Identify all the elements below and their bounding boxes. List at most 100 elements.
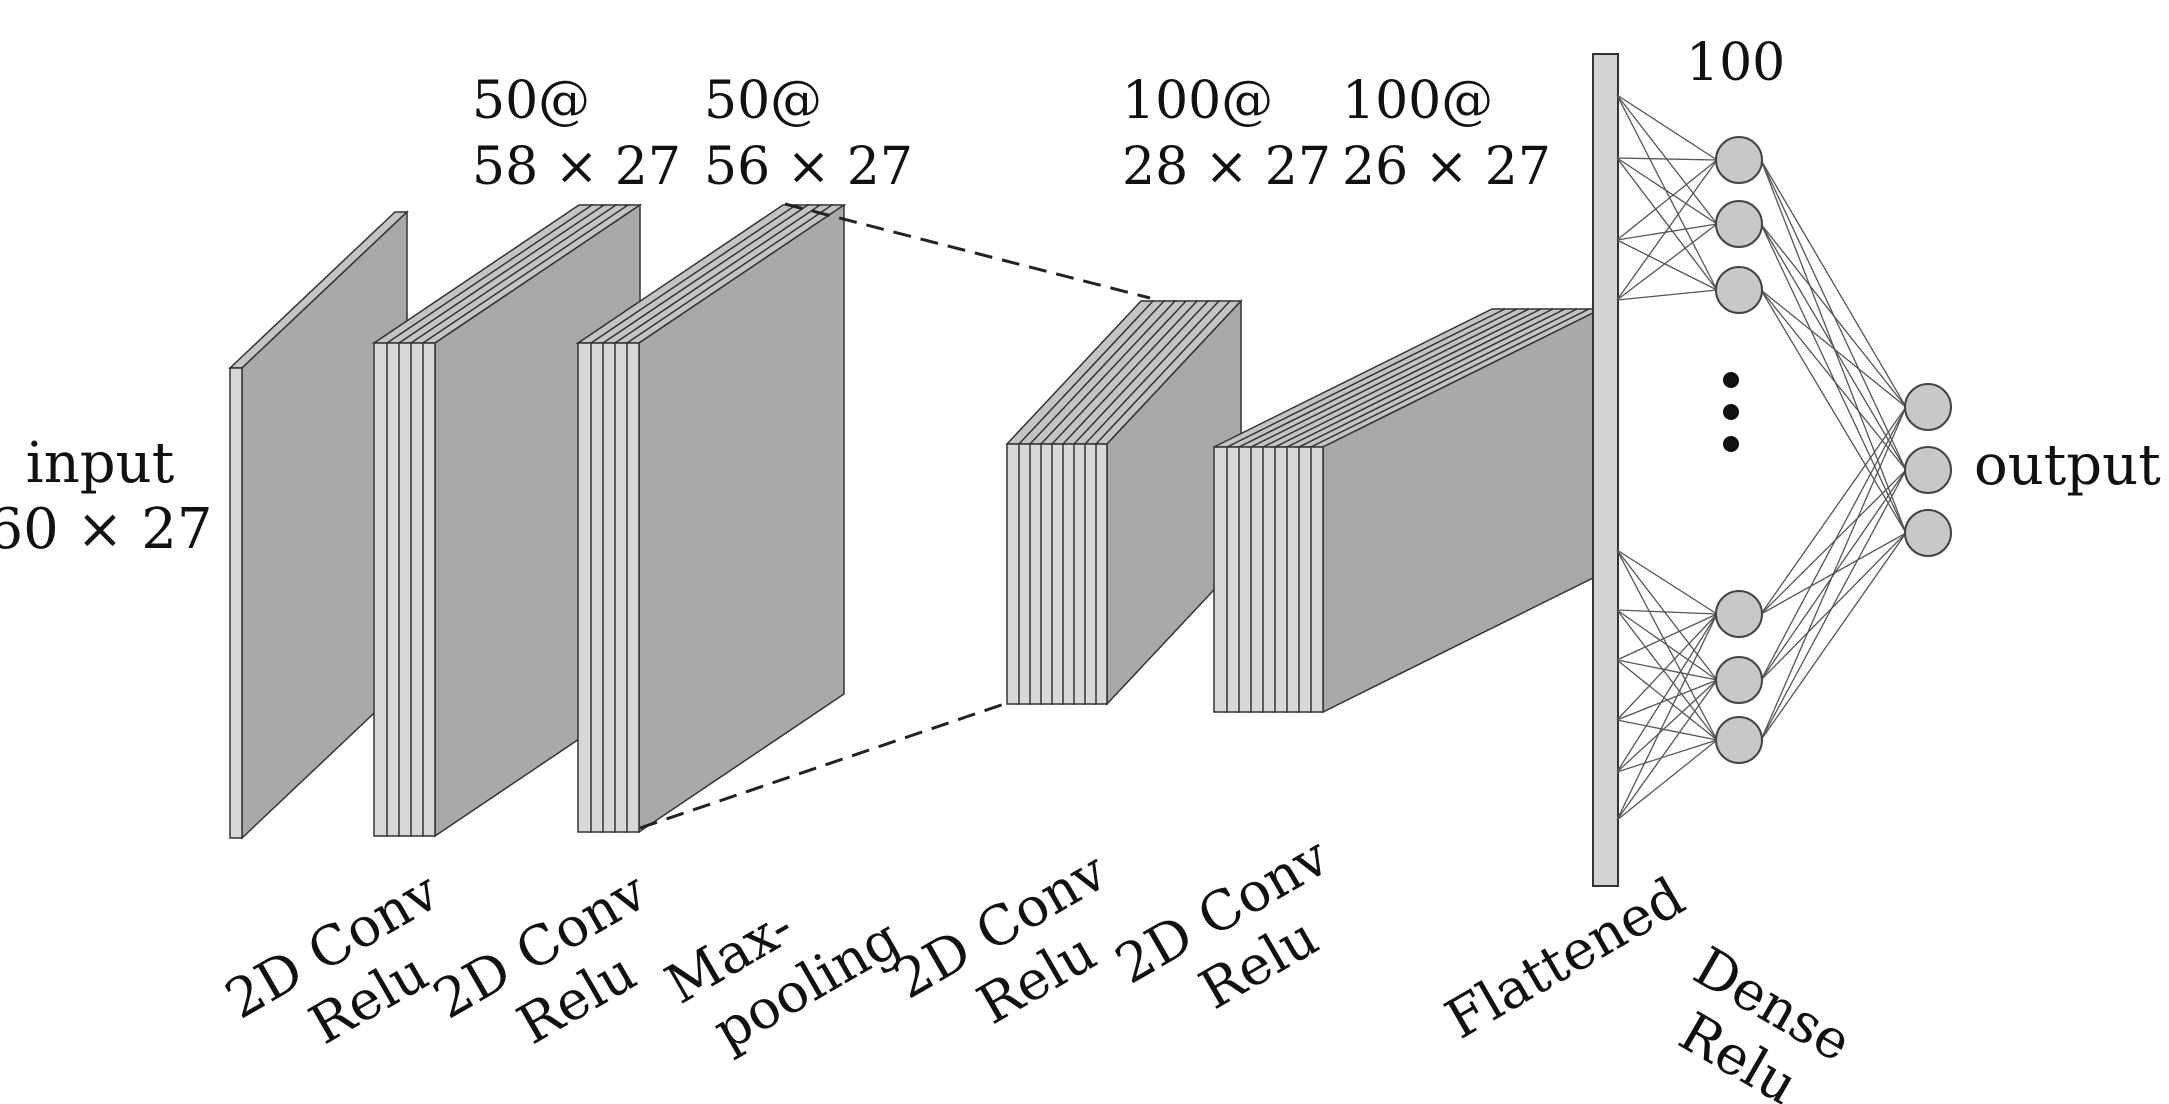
conv1-size-label: 58 × 27 xyxy=(472,137,681,197)
dense-node xyxy=(1715,136,1763,184)
conv3-layer-slice-edge xyxy=(1050,443,1064,705)
input-layer-slice-edge xyxy=(229,367,243,839)
connection-line xyxy=(1760,159,1907,408)
dense-node xyxy=(1715,590,1763,638)
flattened-label: Flattened xyxy=(1435,865,1695,1051)
connection-line xyxy=(1616,157,1718,225)
conv2-layer-slice-edge xyxy=(625,342,640,833)
layer-blocks xyxy=(228,203,1602,840)
connection-line xyxy=(1760,469,1907,615)
ellipsis-dot xyxy=(1723,372,1739,388)
connection-line xyxy=(1616,223,1718,301)
connection-line xyxy=(1616,613,1718,721)
input-layer xyxy=(228,210,409,840)
conv2-layer-slice-edge xyxy=(577,342,592,833)
conv1-filters-label: 50@ xyxy=(472,71,590,131)
connection-line xyxy=(1616,157,1718,161)
conv3-layer-slice-edge xyxy=(1083,443,1097,705)
connection-line xyxy=(1616,159,1718,241)
conv1-layer xyxy=(371,203,643,838)
input-size-label: 60 × 27 xyxy=(0,497,213,562)
connection-line xyxy=(1760,469,1907,741)
connection-line xyxy=(1616,157,1718,291)
conv1-layer-slice-edge xyxy=(397,342,412,837)
dense-node xyxy=(1715,200,1763,248)
conv3-layer-slice-edge xyxy=(1094,443,1108,705)
conv4-filters-label: 100@ xyxy=(1342,71,1493,131)
maxpool-line-bottom xyxy=(639,700,1011,830)
maxpool-line-top xyxy=(784,202,1151,300)
conv2-layer-slice-edge xyxy=(601,342,616,833)
conv4-layer-slice-edge xyxy=(1297,446,1312,713)
connection-line xyxy=(1616,679,1718,721)
connection-line xyxy=(1760,289,1907,471)
connection-line xyxy=(1616,159,1718,301)
conv4-layer-slice-edge xyxy=(1261,446,1276,713)
connection-line xyxy=(1616,289,1718,301)
connection-line xyxy=(1616,239,1718,291)
maxpool-projection-lines xyxy=(639,202,1151,830)
conv3-layer-slice-edge xyxy=(1006,443,1020,705)
connection-line xyxy=(1760,289,1907,408)
conv1-layer-slice-edge xyxy=(409,342,424,837)
output-node xyxy=(1904,509,1952,557)
conv4-layer-slice-edge xyxy=(1249,446,1264,713)
connection-line xyxy=(1616,549,1718,681)
connection-line xyxy=(1616,94,1718,291)
conv4-size-label: 26 × 27 xyxy=(1342,137,1551,197)
dense-units-label: 100 xyxy=(1686,33,1785,93)
conv4-layer xyxy=(1213,307,1602,714)
conv3-size-label: 28 × 27 xyxy=(1122,137,1331,197)
input-label: input xyxy=(26,431,175,496)
connection-line xyxy=(1616,609,1718,681)
ellipsis-dot xyxy=(1723,436,1739,452)
connection-line xyxy=(1760,289,1907,534)
conv2-filters-label: 50@ xyxy=(704,71,822,131)
connection-line xyxy=(1616,679,1718,773)
conv3-layer xyxy=(1005,299,1243,706)
conv2-layer-slice-edge xyxy=(613,342,628,833)
ellipsis-dot xyxy=(1723,404,1739,420)
output-node xyxy=(1904,383,1952,431)
connection-line xyxy=(1760,532,1907,681)
connection-line xyxy=(1616,719,1718,741)
connection-line xyxy=(1616,739,1718,821)
conv1-layer-slice-edge xyxy=(373,342,388,837)
connection-line xyxy=(1616,549,1718,615)
network-connections xyxy=(1616,94,1907,821)
dense-node xyxy=(1715,656,1763,704)
connection-line xyxy=(1760,406,1907,615)
connection-line xyxy=(1616,94,1718,161)
connection-line xyxy=(1760,223,1907,534)
conv1-layer-slice-edge xyxy=(421,342,436,837)
connection-line xyxy=(1616,613,1718,821)
flattened-bar xyxy=(1592,53,1619,887)
connection-line xyxy=(1616,609,1718,615)
conv3-layer-slice-edge xyxy=(1028,443,1042,705)
conv1-layer-slice-edge xyxy=(385,342,400,837)
conv2-layer xyxy=(575,203,847,834)
conv2-layer-slice-edge xyxy=(589,342,604,833)
conv4-layer-slice-edge xyxy=(1273,446,1288,713)
conv3-layer-slice-edge xyxy=(1061,443,1075,705)
conv4-layer-slice-edge xyxy=(1237,446,1252,713)
conv4-layer-slice-edge xyxy=(1225,446,1240,713)
dense-node xyxy=(1715,266,1763,314)
connection-line xyxy=(1616,609,1718,741)
conv2-size-label: 56 × 27 xyxy=(704,137,913,197)
conv4-layer-slice-edge xyxy=(1285,446,1300,713)
connection-line xyxy=(1616,613,1718,773)
dense-node xyxy=(1715,716,1763,764)
connection-line xyxy=(1760,406,1907,741)
connection-line xyxy=(1616,659,1718,681)
connection-line xyxy=(1616,739,1718,773)
connection-line xyxy=(1760,223,1907,408)
conv3-layer-slice-edge xyxy=(1072,443,1086,705)
conv3-layer-slice-edge xyxy=(1039,443,1053,705)
conv3-filters-label: 100@ xyxy=(1122,71,1273,131)
conv4-layer-slice-edge xyxy=(1309,446,1324,713)
conv4-layer-slice-edge xyxy=(1213,446,1228,713)
connection-line xyxy=(1760,532,1907,741)
output-label: output xyxy=(1974,433,2161,498)
